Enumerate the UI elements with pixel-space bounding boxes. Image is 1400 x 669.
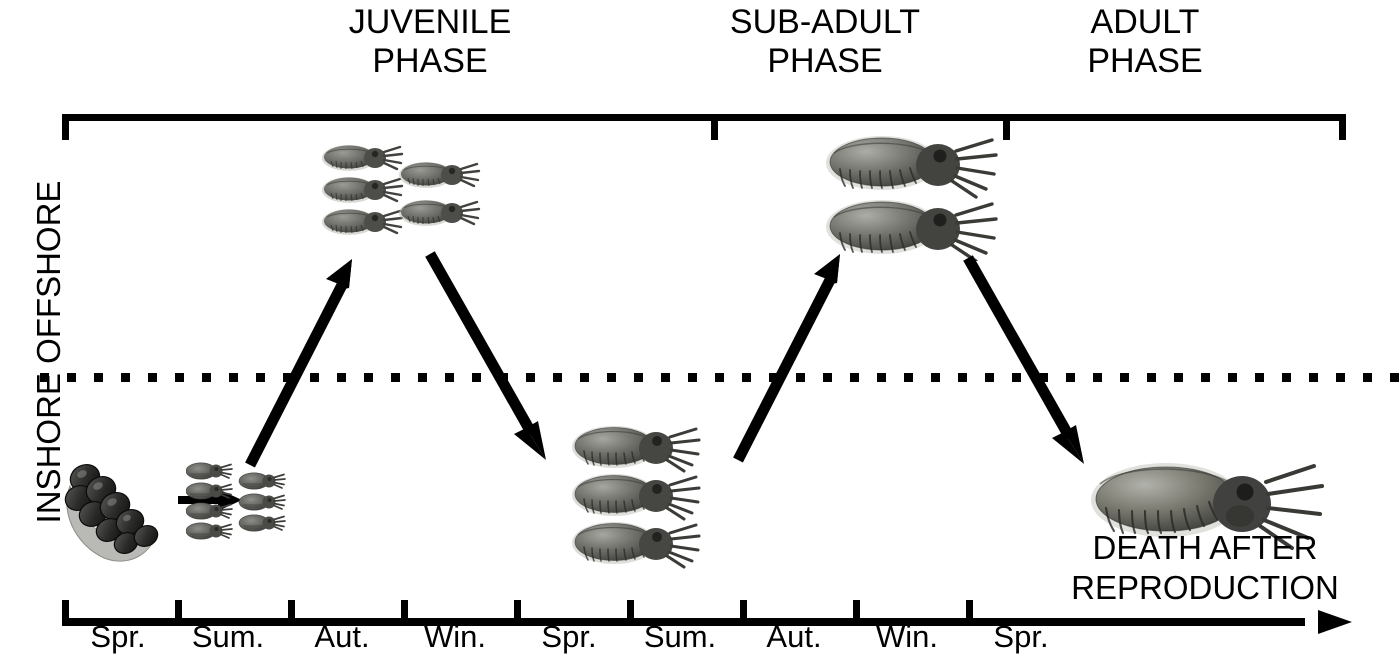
- timeline-tick-5: [514, 600, 521, 626]
- timeline-tick-2: [175, 600, 182, 626]
- egg-cluster-icon: [64, 463, 159, 562]
- egg-cluster: [52, 448, 172, 568]
- timeline-arrowhead-icon: [1318, 610, 1352, 634]
- hatchling-cluster-icon: [185, 461, 286, 541]
- season-label-9: Spr.: [993, 619, 1049, 654]
- season-label-4: Win.: [424, 619, 486, 654]
- season-label-6: Sum.: [643, 619, 717, 654]
- season-label-5: Spr.: [541, 619, 597, 654]
- season-label-2: Sum.: [191, 619, 265, 654]
- timeline-tick-4: [401, 600, 408, 626]
- phase-bracket-tick-start: [62, 114, 69, 140]
- timeline-tick-6: [627, 600, 634, 626]
- phase-title-juvenile: JUVENILE PHASE: [348, 3, 512, 80]
- season-label-8: Win.: [876, 619, 938, 654]
- migration-arrow-offshore-to-inshore-adult: [960, 252, 1100, 470]
- juvenile-group: [320, 143, 487, 253]
- season-label-1: Spr.: [90, 619, 146, 654]
- egg-to-hatchling-arrow: [178, 487, 242, 518]
- season-label-7: Aut.: [766, 619, 822, 654]
- timeline-tick-7: [740, 600, 747, 626]
- phase-title-adult: ADULT PHASE: [1087, 3, 1203, 80]
- adult-cuttlefish: [1090, 452, 1340, 567]
- sub-adult-group-inshore: [570, 423, 722, 571]
- timeline-axis: [62, 600, 1352, 634]
- sub-adult-inshore-cluster-icon: [570, 424, 701, 569]
- timeline-tick-9: [966, 600, 973, 626]
- phase-bracket-bar: [62, 114, 1346, 121]
- timeline-tick-3: [288, 600, 295, 626]
- phase-bracket-tick-end: [1339, 114, 1346, 140]
- sub-adult-group-offshore: [824, 133, 1026, 263]
- sub-adult-offshore-cluster-icon: [824, 134, 998, 263]
- timeline-tick-1: [62, 600, 69, 626]
- phase-bracket: [62, 114, 1346, 140]
- season-label-3: Aut.: [314, 619, 370, 654]
- migration-arrow-inshore-to-offshore-juvenile: [240, 255, 370, 470]
- phase-title-sub-adult: SUB-ADULT PHASE: [729, 3, 921, 80]
- timeline-axis-line: [62, 618, 1305, 626]
- death-after-reproduction-label: DEATH AFTER REPRODUCTION: [1071, 529, 1339, 606]
- migration-arrow-inshore-to-offshore-subadult: [728, 250, 858, 465]
- hatchling-group: [185, 461, 296, 548]
- timeline-tick-8: [853, 600, 860, 626]
- adult-cuttlefish-icon: [1091, 463, 1324, 550]
- juvenile-cluster-icon: [320, 143, 481, 237]
- migration-arrow-offshore-to-inshore-subadult: [422, 248, 562, 466]
- inshore-offshore-divider-line: [40, 373, 1400, 382]
- phase-bracket-divider-subadult-adult: [1003, 114, 1010, 140]
- phase-bracket-divider-juvenile-subadult: [711, 114, 718, 140]
